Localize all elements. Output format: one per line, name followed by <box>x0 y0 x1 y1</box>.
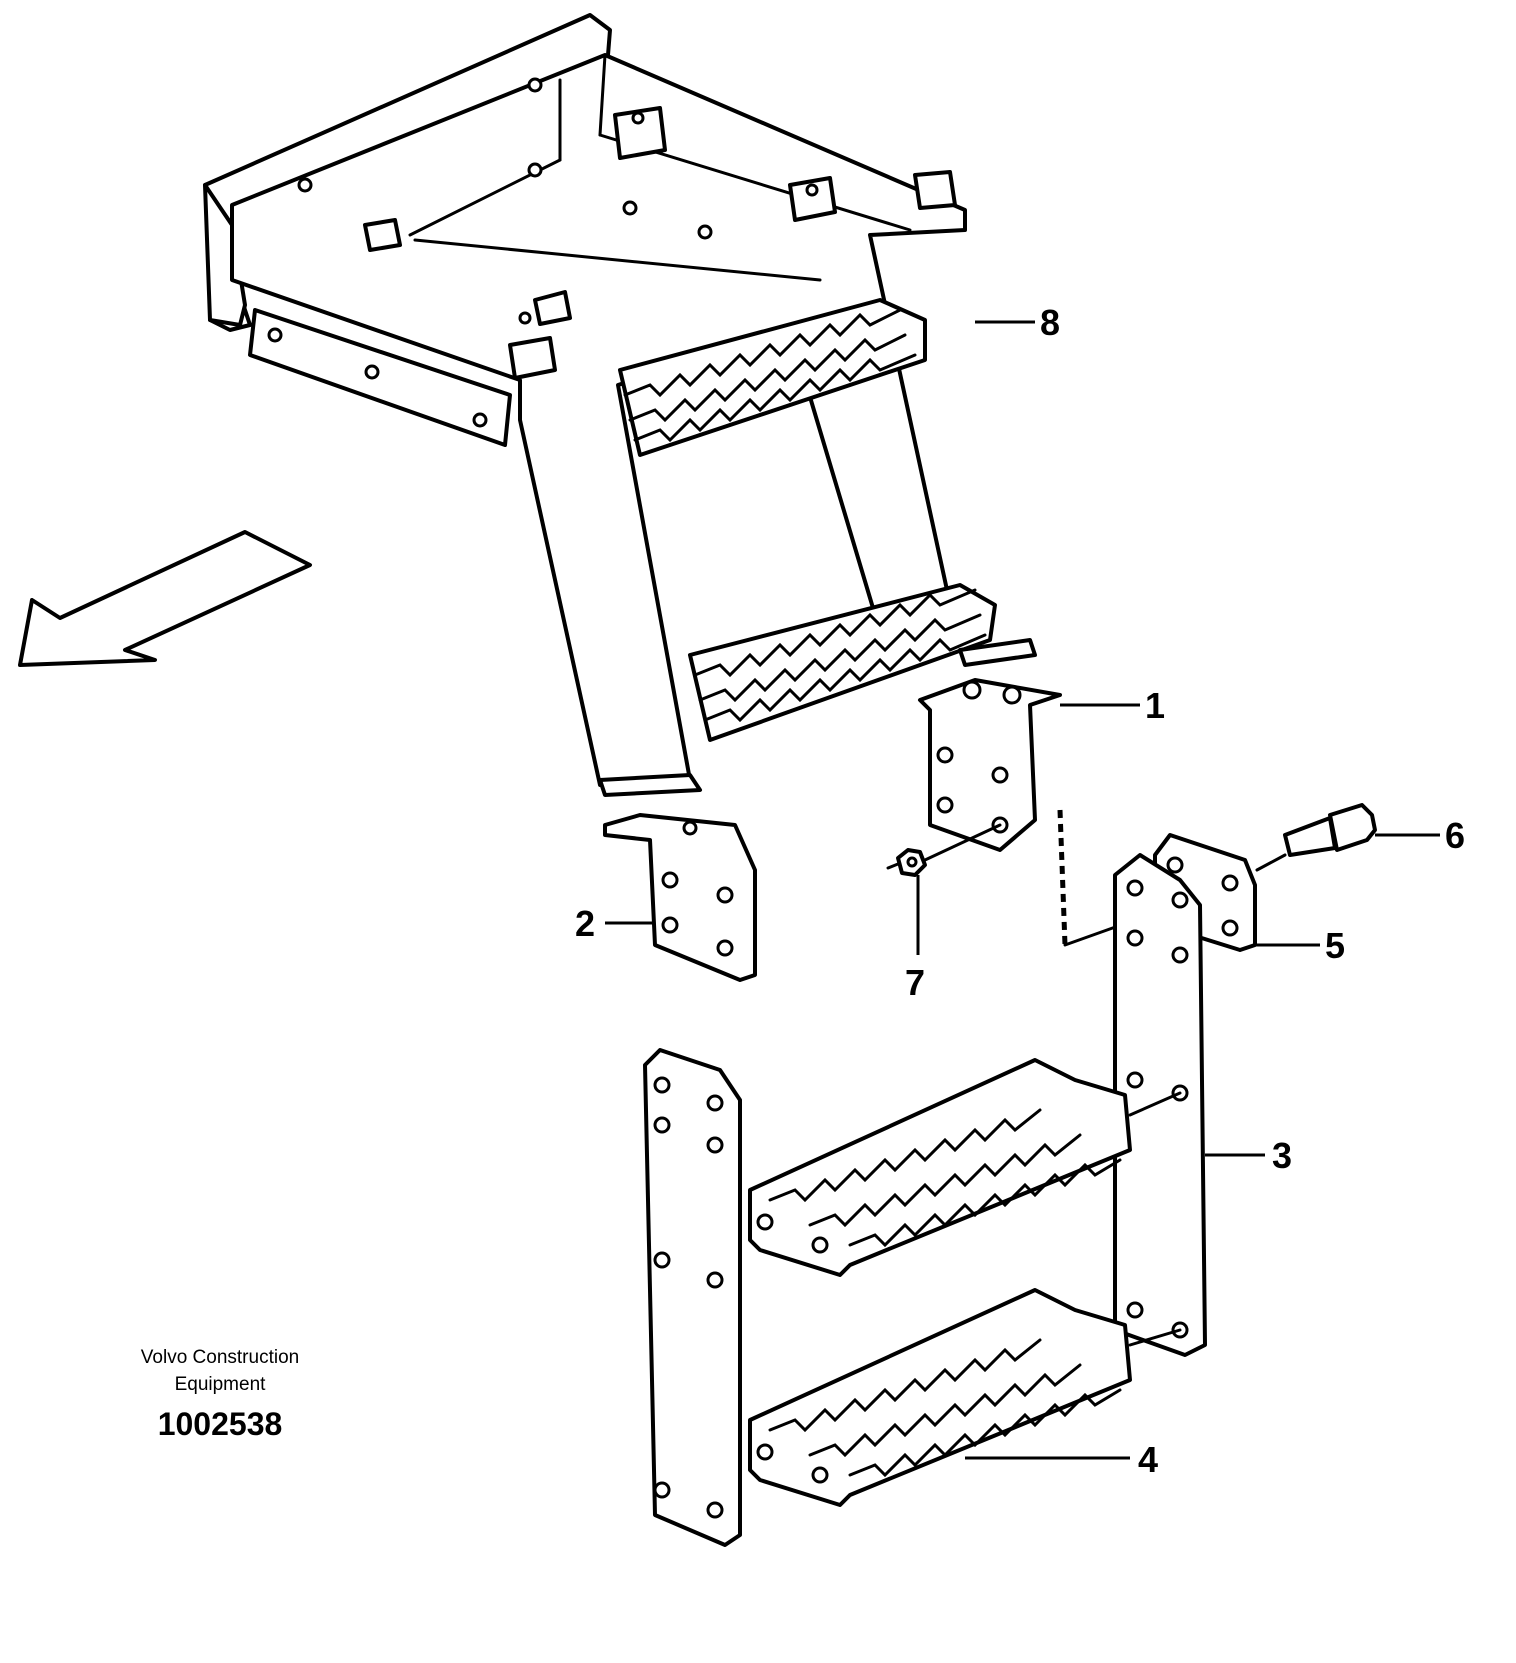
callout-2: 2 <box>575 903 595 944</box>
bolt-part-6 <box>1255 803 1377 872</box>
bracket-part-1 <box>918 678 1062 852</box>
credit-line-1: Volvo Construction <box>140 1347 300 1368</box>
callout-1: 1 <box>1145 685 1165 726</box>
callout-3: 3 <box>1272 1135 1292 1176</box>
tread-part-4-lower <box>748 1288 1182 1507</box>
stringer-part-3 <box>1113 853 1207 1357</box>
callout-8: 8 <box>1040 302 1060 343</box>
drawing-number: 1002538 <box>157 1406 283 1442</box>
callout-6: 6 <box>1445 815 1465 856</box>
credit-line-2: Equipment <box>174 1374 266 1395</box>
direction-arrow-icon <box>18 530 312 667</box>
bracket-part-2 <box>603 813 757 982</box>
callout-5: 5 <box>1325 925 1345 966</box>
callout-4: 4 <box>1138 1439 1158 1480</box>
stringer-left <box>643 1048 742 1547</box>
nut-part-7 <box>886 823 1002 877</box>
upper-step-frame <box>203 13 1037 797</box>
tread-part-4-upper <box>748 1058 1182 1277</box>
assembly-guide-line <box>1057 809 1068 946</box>
callout-7: 7 <box>905 962 925 1003</box>
